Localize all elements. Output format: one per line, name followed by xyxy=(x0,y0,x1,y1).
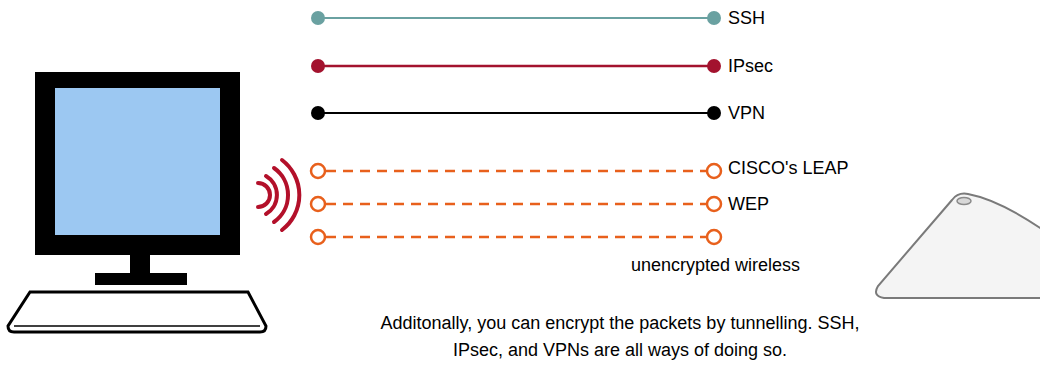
line-label: VPN xyxy=(728,102,765,124)
line-label: IPsec xyxy=(728,55,773,77)
vpn-line xyxy=(311,106,721,120)
computer-icon xyxy=(8,72,266,332)
line-label: CISCO's LEAP xyxy=(728,157,848,179)
line-label: WEP xyxy=(728,193,769,215)
weak-lines xyxy=(311,164,721,244)
line-label: unencrypted wireless xyxy=(631,254,800,276)
base-station xyxy=(876,194,1040,298)
ssh-line xyxy=(311,11,721,25)
wireless-signal xyxy=(258,160,299,230)
caption: Additonally, you can encrypt the packets… xyxy=(370,310,870,364)
ipsec-line xyxy=(311,59,721,73)
line-label: SSH xyxy=(728,7,765,29)
